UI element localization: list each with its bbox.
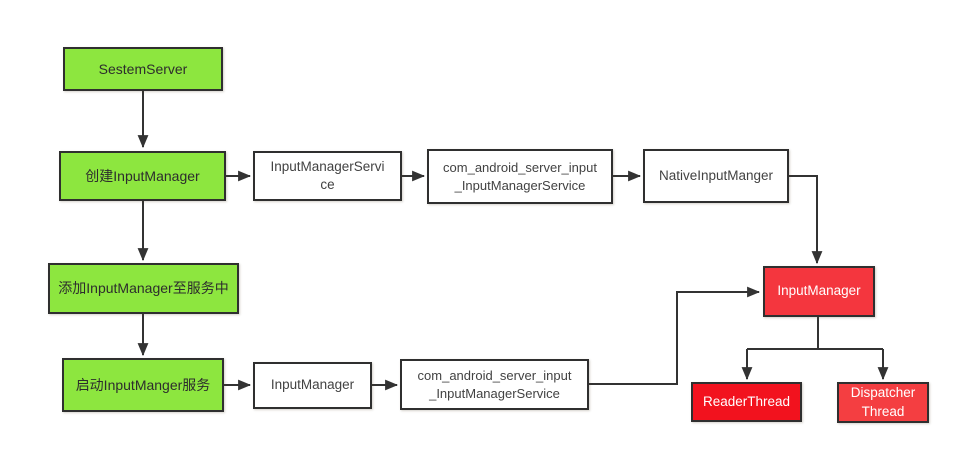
node-dispatcherthread: Dispatcher Thread: [837, 382, 929, 423]
node-label: SestemServer: [98, 60, 188, 77]
node-label: 添加InputManager至服务中: [58, 280, 229, 297]
node-inputmanager-red: InputManager: [763, 266, 875, 317]
node-label: NativeInputManger: [658, 167, 774, 183]
node-label: 创建InputManager: [85, 167, 200, 184]
node-label: ReaderThread: [702, 393, 791, 409]
node-readerthread: ReaderThread: [691, 382, 802, 422]
node-create-inputmanager: 创建InputManager: [59, 151, 226, 201]
node-label: 启动InputManger服务: [75, 376, 211, 393]
node-inputmanager-white: InputManager: [253, 362, 372, 409]
node-label: InputManager: [270, 377, 355, 393]
node-system-server: SestemServer: [63, 47, 223, 91]
node-start-inputmanager-service: 启动InputManger服务: [62, 358, 224, 412]
node-nativeinputmanager: NativeInputManger: [643, 149, 789, 203]
node-label: com_android_server_input _InputManagerSe…: [443, 159, 597, 193]
node-com-android-server-input-bottom: com_android_server_input _InputManagerSe…: [400, 359, 589, 410]
arrow-combottom-to-imred: [589, 286, 761, 385]
node-label: com_android_server_input _InputManagerSe…: [417, 367, 572, 401]
node-com-android-server-input-top: com_android_server_input _InputManagerSe…: [427, 149, 613, 204]
node-add-inputmanager-to-service: 添加InputManager至服务中: [48, 263, 239, 314]
node-label: InputManager: [777, 283, 861, 299]
node-inputmanagerservice: InputManagerServi ce: [253, 151, 402, 201]
arrow-nativeim-to-imred: [789, 175, 823, 265]
node-label: InputManagerServi ce: [270, 158, 385, 192]
node-label: Dispatcher Thread: [850, 385, 916, 419]
